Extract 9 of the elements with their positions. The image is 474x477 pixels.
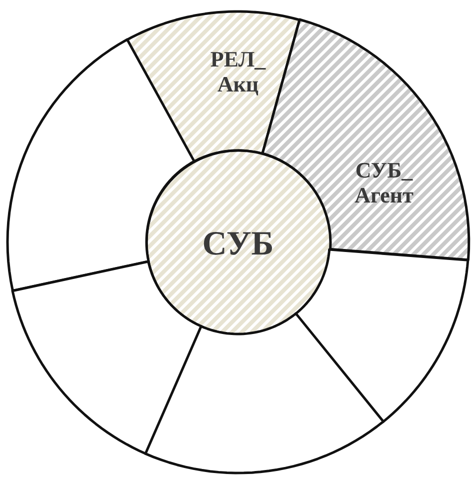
center-label: СУБ (201, 224, 275, 264)
ring-sector (294, 248, 470, 423)
ring-sector (10, 260, 203, 456)
center-circle (144, 148, 332, 336)
ring-sector (6, 38, 196, 292)
sector-label: СУБ_ Агент (354, 158, 414, 208)
ring-sector (125, 10, 302, 163)
ring-sector (144, 312, 385, 474)
sector-label: РЕЛ_ Акц (209, 46, 267, 98)
